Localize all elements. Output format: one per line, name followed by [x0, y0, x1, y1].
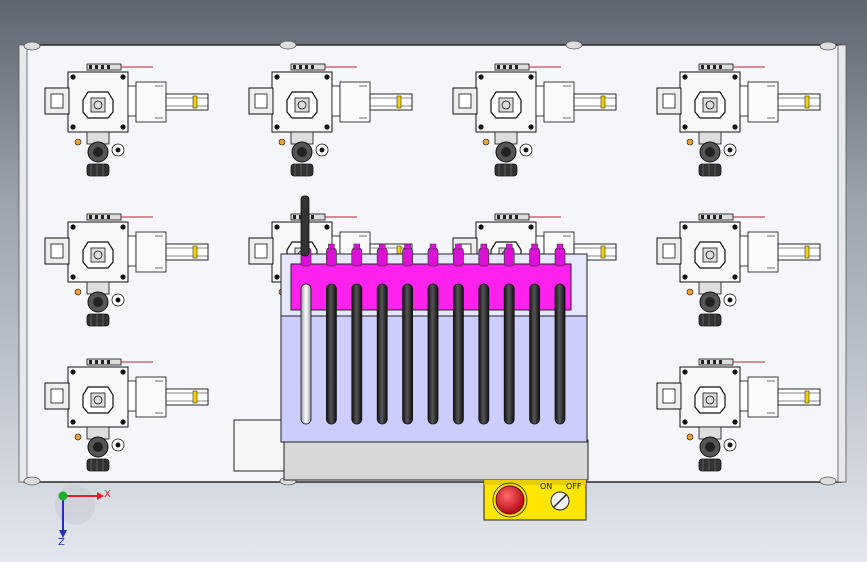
manifold-tube	[351, 283, 363, 425]
manifold-tube	[478, 283, 490, 425]
y-axis-dot	[58, 491, 68, 501]
manifold-fitting-nub	[556, 243, 564, 250]
manifold-fitting-cap	[554, 247, 566, 267]
coordinate-triad: X Z	[55, 485, 111, 548]
manifold-tube	[503, 283, 515, 425]
junction-box[interactable]	[233, 419, 285, 472]
probe-rod	[300, 195, 310, 257]
control-box[interactable]: ON OFF	[483, 479, 587, 521]
manifold-fitting-cap	[529, 247, 540, 267]
emergency-stop-button[interactable]	[495, 485, 525, 515]
manifold-tube	[427, 283, 439, 425]
manifold-fitting-cap	[427, 247, 439, 267]
manifold-tube	[376, 283, 388, 425]
manifold-fitting-nub	[429, 243, 437, 250]
z-axis-label: Z	[58, 537, 65, 548]
manifold-fitting-nub	[531, 243, 538, 250]
off-label: OFF	[566, 482, 582, 491]
manifold-fitting-nub	[353, 243, 361, 250]
manifold-fitting-cap	[326, 247, 337, 267]
manifold-base	[283, 439, 589, 481]
manifold-fitting-cap	[376, 247, 388, 267]
manifold-fitting-nub	[480, 243, 488, 250]
manifold-tube	[529, 283, 540, 425]
manifold-tube	[452, 283, 464, 425]
manifold-tube	[300, 283, 312, 425]
manifold-fitting-nub	[328, 243, 335, 250]
manifold-fitting-cap	[503, 247, 515, 267]
manifold-fitting-nub	[455, 243, 462, 250]
x-axis-label: X	[104, 489, 111, 500]
manifold-fitting-nub	[404, 243, 411, 250]
manifold-assembly[interactable]	[280, 195, 589, 481]
manifold-fitting-nub	[505, 243, 513, 250]
manifold-fitting-cap	[351, 247, 363, 267]
manifold-fitting-cap	[478, 247, 490, 267]
on-label: ON	[540, 482, 552, 491]
manifold-tube	[325, 283, 337, 425]
manifold-fitting-nub	[378, 243, 386, 250]
manifold-fitting-cap	[453, 247, 464, 267]
manifold-fitting-cap	[402, 247, 413, 267]
manifold-tube	[402, 283, 414, 425]
manifold-tube	[554, 283, 566, 425]
